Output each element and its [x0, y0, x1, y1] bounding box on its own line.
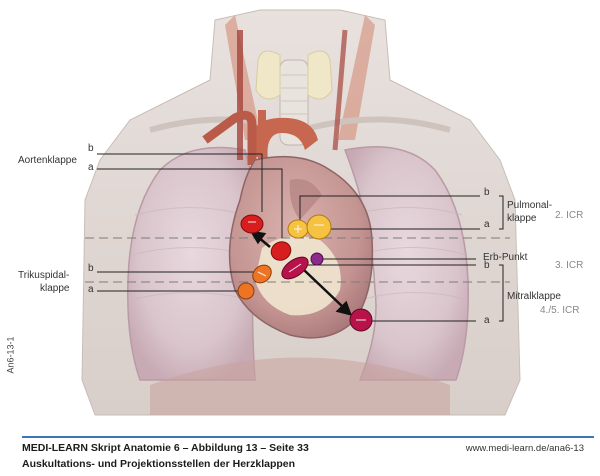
footer-url[interactable]: www.medi-learn.de/ana6-13	[465, 443, 584, 454]
pulmonary-a-marker	[306, 214, 332, 240]
label-aortenklappe-b: b	[88, 143, 94, 154]
label-icr-45: 4./5. ICR	[540, 305, 580, 316]
aortic-b-marker	[240, 214, 264, 234]
aortic-arch	[249, 117, 318, 160]
label-trikuspidal-a: a	[88, 284, 94, 295]
erb-point-marker	[310, 252, 324, 266]
label-icr-3: 3. ICR	[555, 260, 584, 271]
label-pulmonal-line2: klappe	[507, 213, 537, 224]
diaphragm	[150, 357, 450, 415]
label-pulmonal-line1: Pulmonal-	[507, 200, 553, 211]
footer-rule	[22, 436, 594, 438]
label-pulmonal-a: a	[484, 219, 490, 230]
footer-title: MEDI-LEARN Skript Anatomie 6 – Abbildung…	[22, 442, 309, 454]
tricuspid-a-marker	[237, 282, 255, 300]
label-aortenklappe: Aortenklappe	[18, 155, 77, 166]
label-mitralklappe: Mitralklappe	[507, 291, 561, 302]
aortic-valve-markers	[240, 214, 292, 261]
aortic-a-marker	[270, 241, 292, 261]
footer-subtitle: Auskultations- und Projektionsstellen de…	[22, 458, 296, 470]
label-pulmonal-b: b	[484, 187, 490, 198]
figure-code: An6-13-1	[5, 336, 16, 374]
label-mitral-a: a	[484, 315, 490, 326]
label-aortenklappe-a: a	[88, 162, 94, 173]
label-trikuspidal-b: b	[88, 263, 94, 274]
label-trikuspidal-line1: Trikuspidal-	[18, 270, 70, 281]
label-mitral-b: b	[484, 260, 490, 271]
label-trikuspidal-line2: klappe	[40, 283, 70, 294]
label-erb-punkt: Erb-Punkt	[483, 252, 528, 263]
thyroid	[255, 50, 333, 100]
label-icr-2: 2. ICR	[555, 210, 584, 221]
